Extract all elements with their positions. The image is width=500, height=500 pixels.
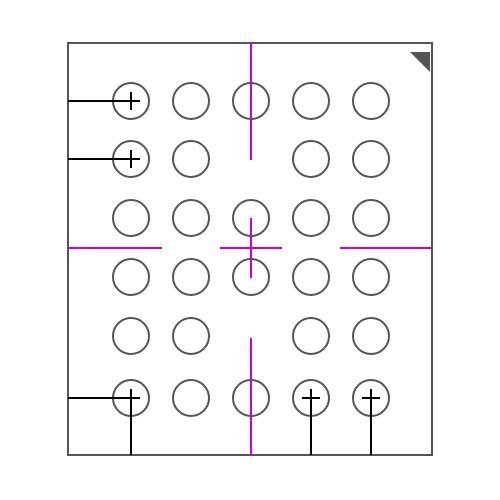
pad-r4-c3	[292, 317, 330, 355]
pad-r2-c4	[352, 199, 390, 237]
pad-r3-c4	[352, 258, 390, 296]
pad-r0-c3	[292, 82, 330, 120]
pad-r4-c0	[112, 317, 150, 355]
pad-r0-c1	[172, 82, 210, 120]
pad-r4-c1	[172, 317, 210, 355]
leader-lines-layer	[68, 100, 372, 455]
pad-r2-c1	[172, 199, 210, 237]
pad-r5-c1	[172, 379, 210, 417]
pad-r4-c4	[352, 317, 390, 355]
pad-r3-c0	[112, 258, 150, 296]
pad-r3-c1	[172, 258, 210, 296]
crosshair-layer	[68, 43, 432, 455]
pad-r2-c0	[112, 199, 150, 237]
pad-r1-c3	[292, 140, 330, 178]
pad-r0-c4	[352, 82, 390, 120]
pad-r2-c3	[292, 199, 330, 237]
pad-r3-c3	[292, 258, 330, 296]
pin1-marker-icon	[410, 52, 430, 72]
pad-r1-c1	[172, 140, 210, 178]
pad-r1-c4	[352, 140, 390, 178]
